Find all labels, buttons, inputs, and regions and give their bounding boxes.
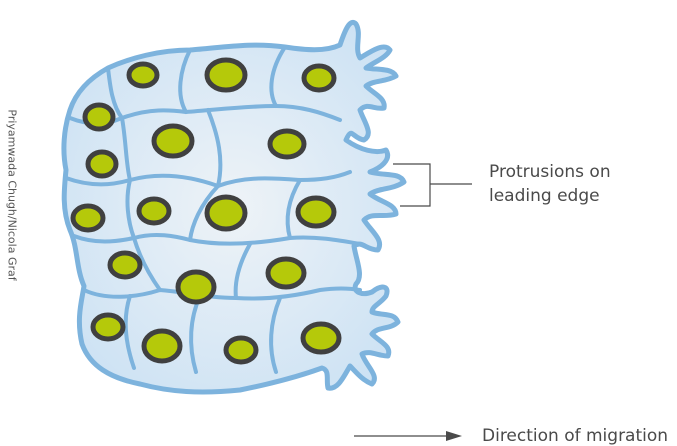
nucleus <box>226 338 256 362</box>
nucleus <box>85 105 113 129</box>
image-credit: Priyamwada Chugh/Nicola Graf <box>6 109 19 280</box>
nucleus <box>270 131 304 157</box>
nucleus <box>303 324 339 352</box>
nucleus <box>298 198 334 226</box>
nucleus <box>110 253 140 277</box>
protrusion-bracket <box>393 164 472 206</box>
cell-sheet <box>64 22 404 392</box>
nucleus <box>304 66 334 90</box>
migration-label: Direction of migration <box>482 424 668 446</box>
nucleus <box>207 197 245 229</box>
protrusion-label-line-1: Protrusions on <box>489 160 611 184</box>
nucleus <box>268 259 304 287</box>
arrow-head <box>446 431 462 441</box>
nucleus <box>88 152 116 176</box>
protrusion-label: Protrusions on leading edge <box>489 160 611 208</box>
nucleus <box>154 126 192 156</box>
migration-arrow <box>354 431 462 441</box>
nucleus <box>93 315 123 339</box>
nucleus <box>129 64 157 86</box>
nucleus <box>144 331 180 361</box>
nucleus <box>178 272 214 302</box>
nucleus <box>73 206 103 230</box>
nucleus <box>139 199 169 223</box>
protrusion-label-line-2: leading edge <box>489 184 611 208</box>
nucleus <box>207 60 245 90</box>
